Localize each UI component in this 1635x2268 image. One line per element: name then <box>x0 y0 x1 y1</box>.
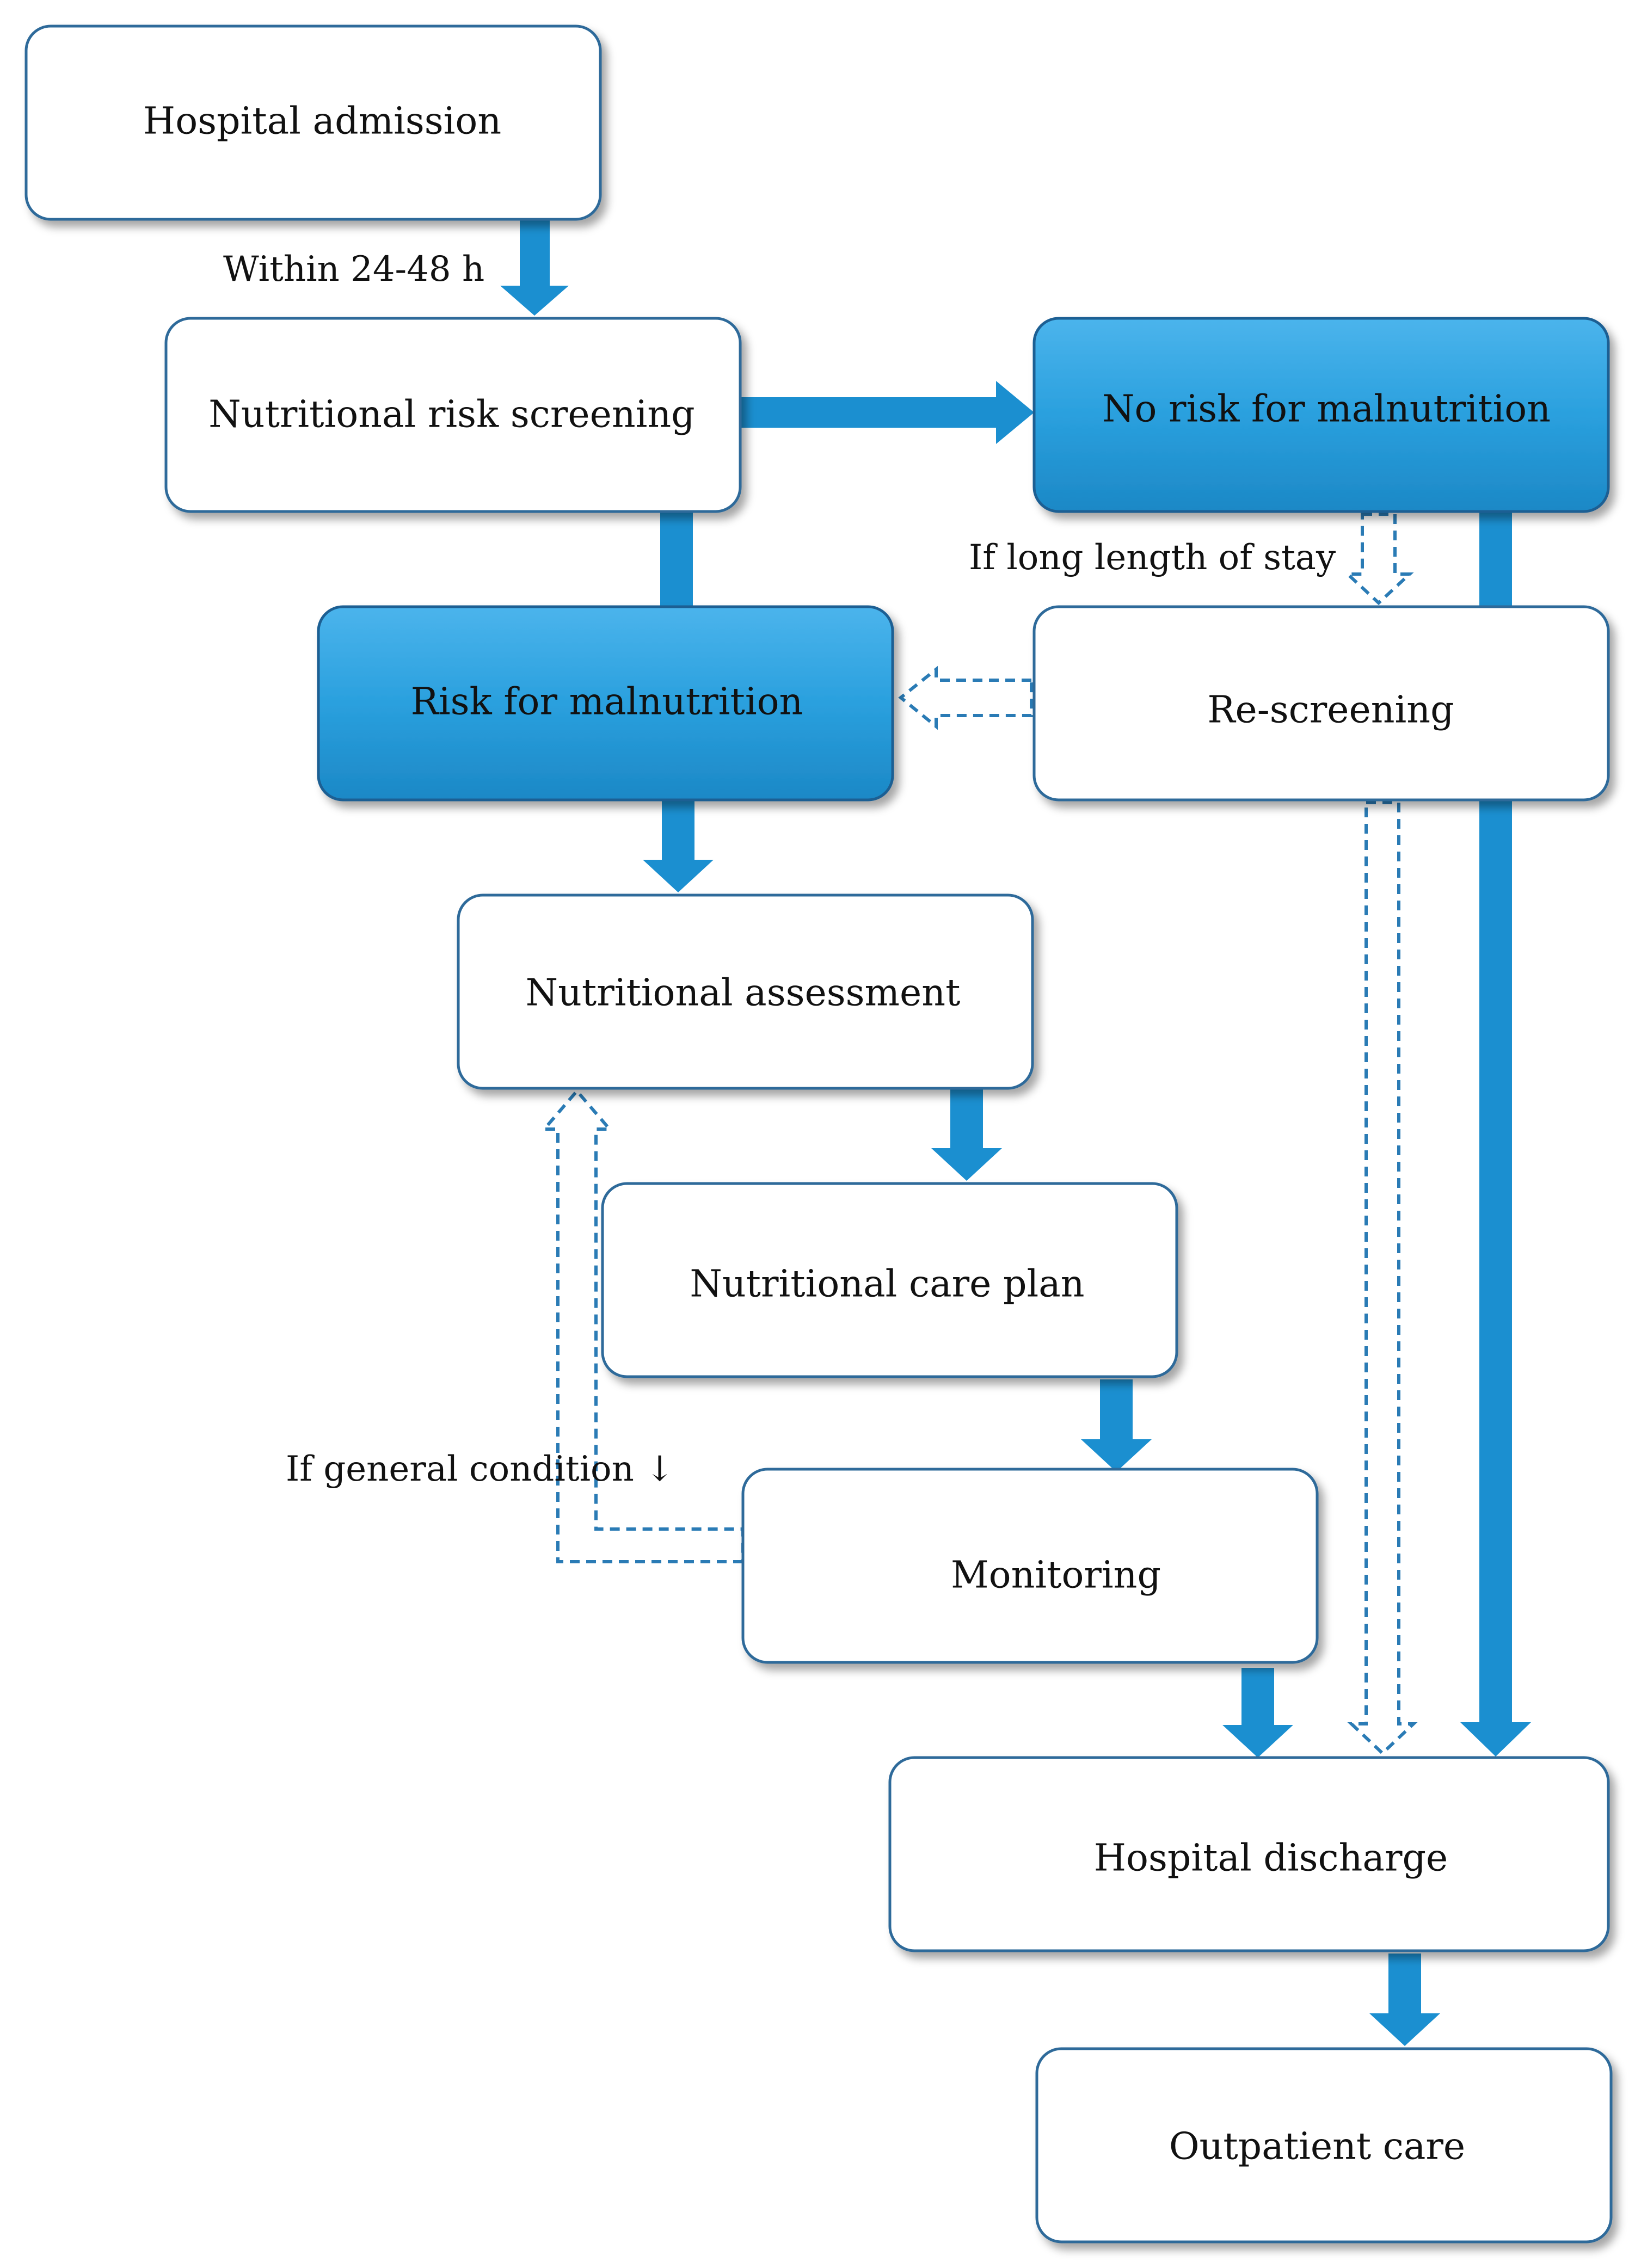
node-re-screening: Re-screening <box>1032 605 1610 802</box>
nutritional-care-plan-label: Nutritional care plan <box>690 1263 1084 1306</box>
arrow-discharge-to-outpatient <box>1369 1953 1440 2046</box>
dashed-arrows <box>540 513 1418 1756</box>
monitoring-label: Monitoring <box>951 1554 1161 1597</box>
arrow-monitoring-to-discharge <box>1222 1668 1293 1758</box>
dashed-arrow-rescreening-to-risk <box>898 665 1033 730</box>
re-screening-label: Re-screening <box>1207 689 1454 732</box>
dashed-arrow-rescreening-to-discharge <box>1347 801 1418 1756</box>
arrow-admission-to-screening <box>500 220 569 316</box>
arrow-no-risk-to-discharge <box>1460 511 1531 1757</box>
connector-screening-to-risk <box>660 511 693 607</box>
no-risk-for-malnutrition-label: No risk for malnutrition <box>1102 388 1551 431</box>
risk-for-malnutrition-label: Risk for malnutrition <box>411 681 803 724</box>
dashed-arrow-monitoring-to-assessment <box>540 1088 745 1563</box>
hospital-admission-label: Hospital admission <box>143 100 501 143</box>
node-monitoring: Monitoring <box>741 1468 1319 1664</box>
node-outpatient-care: Outpatient care <box>1035 2047 1613 2244</box>
arrow-screening-to-no-risk <box>740 381 1034 444</box>
hospital-discharge-label: Hospital discharge <box>1094 1837 1448 1880</box>
outpatient-care-label: Outpatient care <box>1169 2125 1465 2168</box>
node-hospital-admission: Hospital admission <box>24 24 602 221</box>
node-nutritional-assessment: Nutritional assessment <box>457 893 1034 1090</box>
arrow-careplan-to-monitoring <box>1081 1379 1152 1472</box>
nutritional-risk-screening-label: Nutritional risk screening <box>208 393 694 436</box>
label-within-24-48h: Within 24-48 h <box>223 249 484 289</box>
arrow-assessment-to-careplan <box>931 1088 1002 1181</box>
dashed-arrow-no-risk-to-rescreening <box>1343 513 1414 606</box>
node-nutritional-risk-screening: Nutritional risk screening <box>164 317 742 513</box>
node-risk-for-malnutrition: Risk for malnutrition <box>317 605 894 802</box>
label-if-general-condition: If general condition ↓ <box>286 1449 674 1489</box>
solid-arrows <box>500 220 1531 2046</box>
nutritional-assessment-label: Nutritional assessment <box>526 972 961 1015</box>
node-hospital-discharge: Hospital discharge <box>888 1756 1610 1952</box>
arrow-risk-to-assessment <box>643 800 714 892</box>
label-if-long-length-of-stay: If long length of stay <box>969 538 1336 578</box>
node-no-risk-for-malnutrition: No risk for malnutrition <box>1032 317 1610 513</box>
node-nutritional-care-plan: Nutritional care plan <box>601 1182 1178 1378</box>
